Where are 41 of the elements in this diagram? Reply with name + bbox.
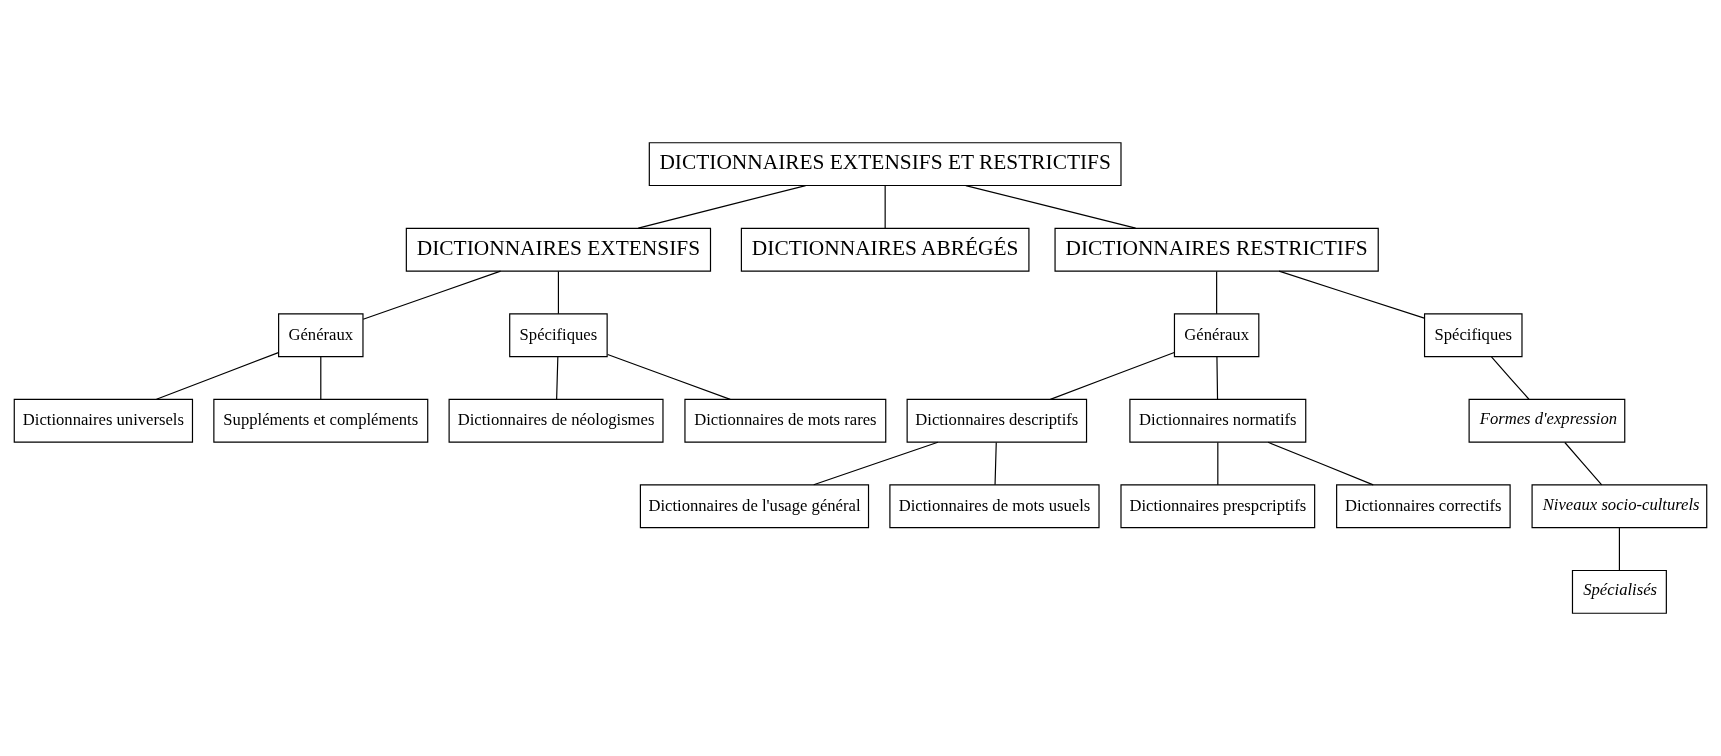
connector: [637, 184, 807, 229]
node-box: Spécialisés: [1571, 569, 1667, 614]
node-box: Dictionnaires descriptifs: [906, 398, 1088, 443]
connector: [320, 356, 322, 400]
node-box: Dictionnaires correctifs: [1336, 484, 1511, 529]
node-box: Spécifiques: [1423, 313, 1523, 358]
connector: [1216, 356, 1219, 400]
connector: [813, 441, 939, 486]
connector: [607, 353, 731, 400]
node-box: DICTIONNAIRES ABRÉGÉS: [740, 227, 1030, 272]
node-box: Formes d'expression: [1468, 398, 1626, 443]
connector: [362, 270, 502, 320]
node-box: Dictionnaires de l'usage général: [639, 484, 870, 529]
node-box: Dictionnaires de mots usuels: [889, 484, 1100, 529]
connector: [1267, 441, 1374, 486]
node-box: Suppléments et compléments: [213, 398, 429, 443]
node-box: Généraux: [1173, 313, 1260, 358]
node-box: Spécifiques: [509, 313, 608, 358]
connector: [1217, 441, 1219, 486]
connector: [1490, 356, 1530, 400]
connector: [557, 270, 559, 315]
connector: [1564, 441, 1603, 486]
node-box: DICTIONNAIRES EXTENSIFS ET RESTRICTIFS: [648, 142, 1122, 187]
connector: [994, 441, 997, 486]
node-box: DICTIONNAIRES EXTENSIFS: [405, 227, 712, 272]
connector: [884, 185, 886, 229]
connector: [155, 352, 279, 400]
node-box: Niveaux socio-culturels: [1531, 484, 1708, 529]
node-box: Dictionnaires de mots rares: [684, 398, 887, 443]
node-box: Dictionnaires prespcriptifs: [1120, 484, 1316, 529]
connector: [556, 356, 559, 400]
connector: [965, 184, 1137, 229]
node-box: Dictionnaires universels: [13, 398, 194, 443]
connector: [1278, 270, 1425, 319]
connector: [1618, 527, 1620, 571]
node-box: Dictionnaires de néologismes: [448, 398, 664, 443]
connector: [1216, 270, 1218, 315]
connector: [1049, 351, 1175, 400]
node-box: Généraux: [278, 313, 364, 358]
node-box: Dictionnaires normatifs: [1129, 398, 1307, 443]
node-box: DICTIONNAIRES RESTRICTIFS: [1054, 227, 1379, 272]
